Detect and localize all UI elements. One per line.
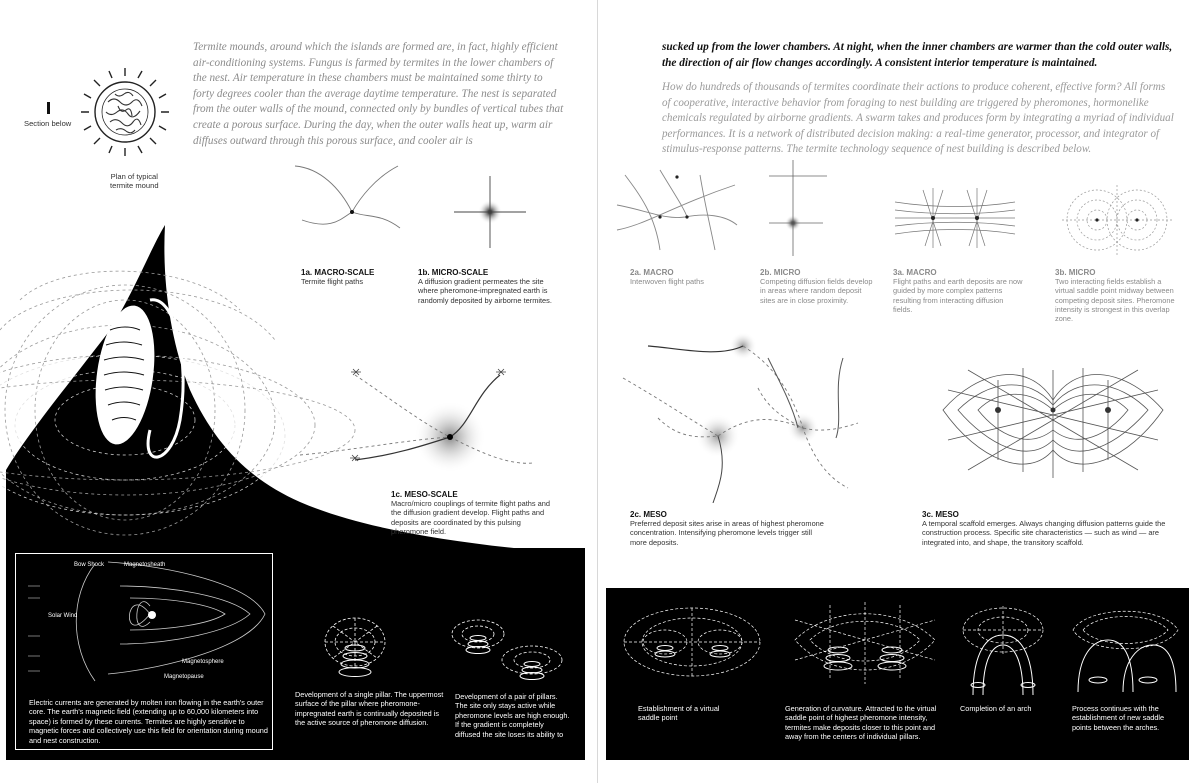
caption-3c: 3c. MESO A temporal scaffold emerges. Al… xyxy=(922,510,1177,547)
caption-1b: 1b. MICRO-SCALE A diffusion gradient per… xyxy=(418,268,556,305)
right-bottom-panel xyxy=(606,588,1189,760)
new-saddle-points-caption: Process continues with the establishment… xyxy=(1072,704,1165,732)
fig-3b-saddle-point xyxy=(1062,185,1172,255)
arch-caption: Completion of an arch xyxy=(960,704,1032,713)
caption-3c-title: 3c. MESO xyxy=(922,510,959,519)
caption-3b-text: Two interacting fields establish a virtu… xyxy=(1055,277,1175,324)
page-gutter xyxy=(597,0,598,783)
plan-section-label: Section below xyxy=(24,119,72,128)
pair-pillars-illustration xyxy=(451,619,563,680)
caption-3a-title: 3a. MACRO xyxy=(893,268,937,277)
caption-1b-text: A diffusion gradient permeates the site … xyxy=(418,277,552,305)
caption-2c-text: Preferred deposit sites arise in areas o… xyxy=(630,519,824,547)
curvature-illustration xyxy=(794,602,936,684)
fig-3a-interacting-fields xyxy=(894,188,1016,248)
caption-1a-title: 1a. MACRO-SCALE xyxy=(301,268,375,277)
label-magnetosphere: Magnetosphere xyxy=(182,659,224,665)
arch-illustration xyxy=(962,606,1044,696)
caption-2c: 2c. MESO Preferred deposit sites arise i… xyxy=(630,510,830,547)
caption-1a-text: Termite flight paths xyxy=(301,277,364,287)
mound-section-illustration xyxy=(0,225,585,600)
fig-2b-competing-fields xyxy=(769,160,827,256)
caption-2b: 2b. MICRO Competing diffusion fields dev… xyxy=(760,268,875,305)
single-pillar-caption: Development of a single pillar. The uppe… xyxy=(295,690,444,728)
caption-2a-title: 2a. MACRO xyxy=(630,268,674,277)
fig-1b-diffusion-gradient xyxy=(454,176,526,248)
fig-1c-meso-coupling xyxy=(299,368,534,473)
fig-2c-preferred-sites xyxy=(622,332,859,503)
caption-3b: 3b. MICRO Two interacting fields establi… xyxy=(1055,268,1175,323)
magnetosphere-frame xyxy=(15,553,273,750)
caption-3a: 3a. MACRO Flight paths and earth deposit… xyxy=(893,268,1023,314)
fig-2a-interwoven-paths xyxy=(616,169,738,251)
pair-pillars-caption: Development of a pair of pillars. The si… xyxy=(455,692,570,739)
caption-3a-text: Flight paths and earth deposits are now … xyxy=(893,277,1023,314)
fig-3c-temporal-scaffold xyxy=(942,368,1164,478)
left-bottom-panel xyxy=(6,548,585,760)
caption-1c-title: 1c. MESO-SCALE xyxy=(391,490,458,499)
fig-1a-flight-paths xyxy=(294,165,401,229)
caption-2a: 2a. MACRO Interwoven flight paths xyxy=(630,268,745,286)
new-saddle-points-illustration xyxy=(1072,610,1179,693)
caption-2c-title: 2c. MESO xyxy=(630,510,667,519)
mound-plan-illustration xyxy=(81,68,169,156)
caption-3c-text: A temporal scaffold emerges. Always chan… xyxy=(922,519,1166,547)
plan-caption: Plan of typical termite mound xyxy=(110,172,159,190)
saddle-point-caption: Establishment of a virtual saddle point xyxy=(638,704,720,723)
label-solar-wind: Solar Wind xyxy=(48,613,78,619)
single-pillar-illustration xyxy=(324,617,386,677)
earth-field-caption: Electric currents are generated by molte… xyxy=(29,698,268,745)
plan-caption-line-2: termite mound xyxy=(110,181,159,191)
saddle-point-illustration xyxy=(623,607,761,677)
label-bow-shock: Bow Shock xyxy=(74,562,105,568)
magnetosphere-diagram xyxy=(28,561,266,682)
label-magnetopause: Magnetopause xyxy=(164,674,204,680)
caption-1c: 1c. MESO-SCALE Macro/micro couplings of … xyxy=(391,490,551,536)
label-magnetosheath: Magnetosheath xyxy=(124,562,166,568)
caption-2a-text: Interwoven flight paths xyxy=(630,277,704,287)
caption-3b-title: 3b. MICRO xyxy=(1055,268,1096,277)
plan-caption-line-1: Plan of typical xyxy=(110,172,158,181)
section-marker xyxy=(47,102,50,114)
caption-2b-text: Competing diffusion fields develop in ar… xyxy=(760,277,873,305)
caption-1b-title: 1b. MICRO-SCALE xyxy=(418,268,489,277)
caption-1a: 1a. MACRO-SCALE Termite flight paths xyxy=(301,268,411,286)
continued-paragraph: sucked up from the lower chambers. At ni… xyxy=(662,41,1173,69)
caption-1c-text: Macro/micro couplings of termite flight … xyxy=(391,499,550,536)
intro-paragraph: Termite mounds, around which the islands… xyxy=(193,41,564,147)
caption-2b-title: 2b. MICRO xyxy=(760,268,801,277)
curvature-caption: Generation of curvature. Attracted to th… xyxy=(785,704,937,742)
question-paragraph: How do hundreds of thousands of termites… xyxy=(662,81,1174,156)
